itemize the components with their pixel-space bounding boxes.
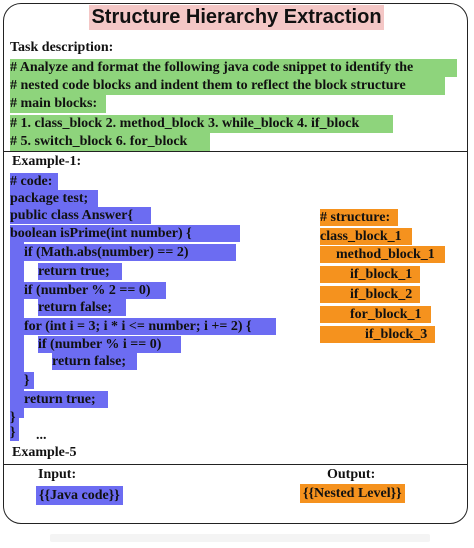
- ellipsis: ...: [36, 428, 47, 443]
- prompt-frame: [3, 3, 468, 524]
- divider-top: [3, 151, 468, 152]
- structure-line-5: for_block_1: [320, 306, 431, 323]
- figure-title: Structure Hierarchy Extraction: [89, 5, 384, 30]
- code-line-15: }: [10, 424, 19, 441]
- code-line-13: return true;: [24, 391, 108, 408]
- example-5-label: Example-5: [12, 445, 77, 460]
- task-line-5: # 5. switch_block 6. for_block: [10, 133, 210, 151]
- code-line-1: # code:: [10, 173, 58, 190]
- example-1-label: Example-1:: [12, 154, 82, 169]
- code-line-8: return false;: [38, 299, 126, 316]
- code-line-14: }: [10, 409, 19, 426]
- code-line-9: for (int i = 3; i * i <= number; i += 2)…: [24, 318, 276, 335]
- input-value: {{Java code}}: [36, 486, 123, 505]
- task-line-1: # Analyze and format the following java …: [10, 59, 457, 77]
- structure-header: # structure:: [320, 209, 398, 226]
- divider-bottom: [3, 464, 468, 465]
- code-line-11: return false;: [52, 353, 137, 370]
- code-line-7: if (number % 2 == 0): [24, 282, 166, 299]
- faded-caption-strip: [50, 534, 430, 542]
- task-line-2: # nested code blocks and indent them to …: [10, 77, 445, 95]
- structure-line-4: if_block_2: [320, 286, 420, 303]
- code-line-5: if (Math.abs(number) == 2): [24, 244, 236, 261]
- structure-line-3: if_block_1: [320, 266, 420, 283]
- code-line-6: return true;: [38, 263, 122, 280]
- input-label: Input:: [38, 467, 77, 482]
- structure-line-6: if_block_3: [320, 326, 435, 343]
- task-line-3: # main blocks:: [10, 95, 106, 113]
- output-value: {{Nested Level}}: [300, 484, 405, 503]
- code-line-12: }: [24, 372, 34, 389]
- task-line-4: # 1. class_block 2. method_block 3. whil…: [10, 115, 393, 133]
- code-line-2: package test;: [10, 190, 98, 207]
- code-line-4: boolean isPrime(int number) {: [10, 225, 240, 242]
- code-line-10: if (number % i == 0): [38, 336, 181, 353]
- structure-line-2: method_block_1: [320, 246, 445, 263]
- code-indent-bar: [10, 242, 24, 418]
- code-line-3: public class Answer{: [10, 207, 151, 224]
- structure-line-1: class_block_1: [320, 228, 412, 245]
- output-label: Output:: [327, 467, 376, 482]
- task-description-label: Task description:: [10, 40, 114, 55]
